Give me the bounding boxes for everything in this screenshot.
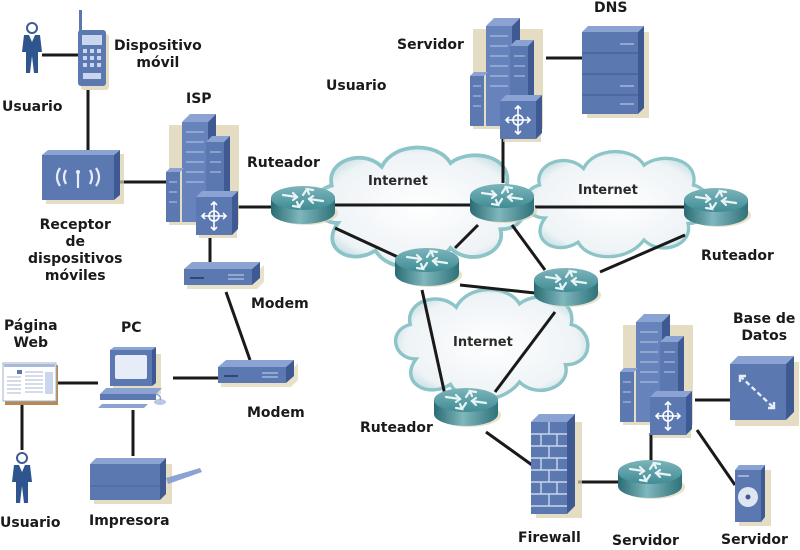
- link-top-center: [510, 224, 547, 271]
- links: [20, 53, 737, 486]
- label-mobile-receiver-line3: dispositivos: [28, 251, 123, 267]
- router-icon-internet-mid: [393, 246, 464, 289]
- label-internet-3: Internet: [453, 335, 513, 350]
- server-building-icon-bottom: [619, 313, 694, 439]
- label-internet-2: Internet: [578, 183, 638, 198]
- link-mid-center: [459, 283, 536, 295]
- label-server-top: Servidor: [397, 37, 464, 53]
- label-mobile-device-line2: móvil: [136, 55, 180, 71]
- link-center-right: [599, 233, 686, 274]
- router-icon-internet-center: [532, 266, 603, 309]
- link-serverbuilding-cd: [695, 429, 737, 486]
- pc-icon: [98, 347, 166, 408]
- mobile-receiver-icon: [42, 150, 124, 204]
- router-icon-server: [616, 458, 687, 501]
- label-user-bottom: Usuario: [0, 515, 61, 531]
- mobile-phone-icon: [78, 10, 109, 90]
- label-mobile-receiver-line2: de: [65, 234, 86, 250]
- link-center-bottom: [493, 311, 557, 393]
- web-page-icon: [2, 362, 58, 405]
- link-router-router-mid: [334, 226, 401, 260]
- label-user-top: Usuario: [2, 99, 63, 115]
- label-database-line2: Datos: [741, 328, 788, 344]
- label-mobile-receiver-line4: móviles: [44, 268, 106, 284]
- label-internet-1: Internet: [368, 174, 428, 189]
- label-dns: DNS: [594, 0, 628, 16]
- link-modem-modem: [224, 291, 252, 361]
- user-icon-top: [21, 22, 43, 74]
- label-modem-bottom: Modem: [247, 405, 305, 421]
- label-web-page-line1: Página: [4, 318, 58, 334]
- router-icon-bottom: [432, 386, 503, 429]
- firewall-icon: [531, 414, 582, 518]
- server-building-icon-top: [469, 17, 544, 143]
- label-web-page-line2: Web: [13, 335, 49, 351]
- router-icon-isp: [269, 184, 340, 227]
- modem-icon-top: [183, 261, 265, 290]
- label-pc: PC: [121, 320, 142, 336]
- label-server-cd: Servidor: [721, 532, 788, 548]
- label-printer: Impresora: [89, 513, 170, 529]
- link-mid-bottom: [420, 289, 447, 396]
- label-firewall: Firewall: [518, 530, 581, 546]
- label-web-page: Página Web: [4, 318, 58, 352]
- database-icon: [730, 356, 799, 426]
- user-icon-bottom: [11, 452, 33, 504]
- label-isp: ISP: [186, 91, 212, 107]
- cd-server-icon: [735, 465, 771, 526]
- modem-icon-bottom: [217, 359, 299, 388]
- internet-cloud-2: [523, 149, 712, 259]
- dns-server-icon: [582, 26, 649, 118]
- label-router-bottom: Ruteador: [360, 420, 433, 436]
- link-bottom-firewall: [485, 430, 533, 467]
- label-database: Base de Datos: [733, 311, 795, 345]
- label-mobile-device: Dispositivo móvil: [114, 38, 202, 72]
- label-user-floating: Usuario: [326, 78, 387, 94]
- router-icon-right: [682, 186, 753, 229]
- label-database-line1: Base de: [733, 311, 796, 327]
- label-router-left: Ruteador: [247, 155, 320, 171]
- label-modem-top: Modem: [251, 296, 309, 312]
- link-mid-top: [453, 223, 480, 250]
- label-router-right: Ruteador: [701, 248, 774, 264]
- label-server-router: Servidor: [612, 533, 679, 549]
- printer-icon: [90, 458, 202, 504]
- label-mobile-receiver-line1: Receptor: [39, 217, 111, 233]
- label-mobile-receiver: Receptor de dispositivos móviles: [28, 217, 123, 285]
- isp-building-icon: [165, 113, 240, 239]
- router-icon-internet-top: [468, 182, 539, 225]
- label-mobile-device-line1: Dispositivo: [114, 38, 202, 54]
